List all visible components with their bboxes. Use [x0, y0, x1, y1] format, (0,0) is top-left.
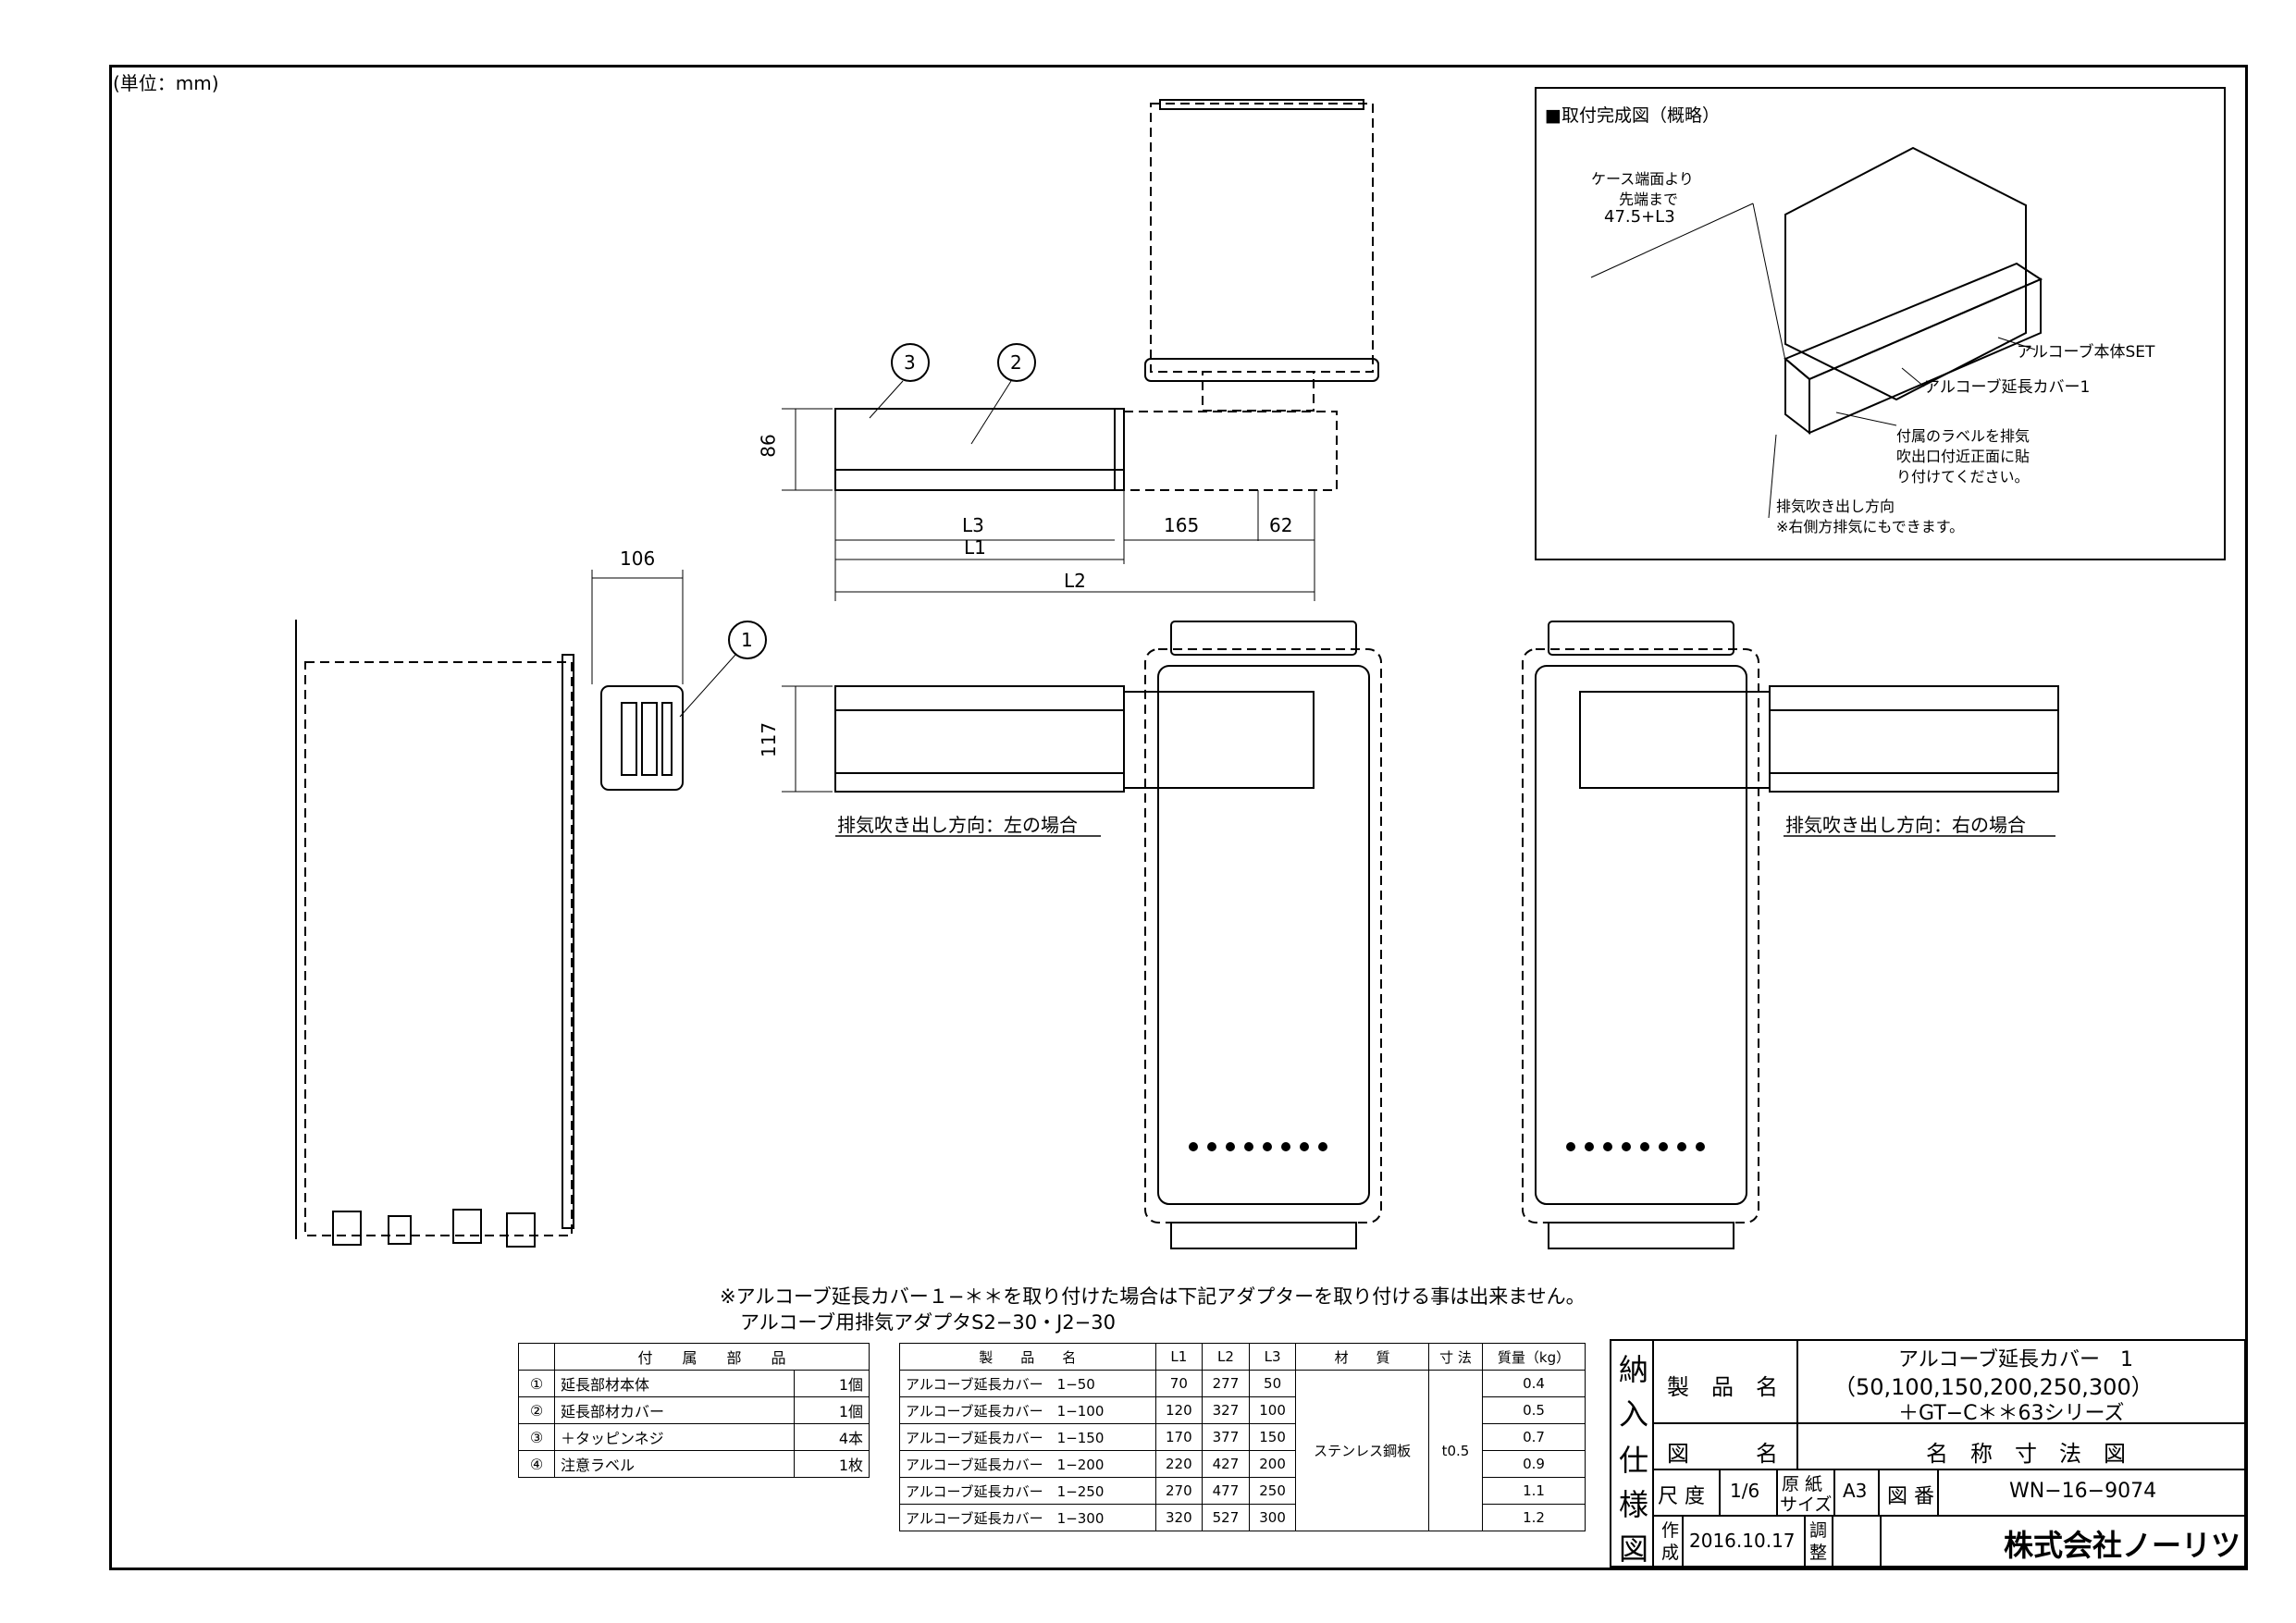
callout-circle-1: [728, 621, 767, 659]
side-char-2: 入: [1619, 1396, 1649, 1432]
direction-right-label: 排気吹き出し方向：右の場合: [1785, 814, 2026, 836]
material-cell: ステンレス鋼板: [1295, 1370, 1429, 1531]
inset-exhaust-dir-1: 排気吹き出し方向: [1776, 498, 1895, 515]
title-block: 納 入 仕 様 図 製 品 名 アルコーブ延長カバー 1 （50,100,150…: [1610, 1339, 2246, 1568]
heater-side-body: [304, 661, 573, 1236]
created-date: 2016.10.17: [1689, 1530, 1796, 1552]
thickness-cell: t0.5: [1427, 1370, 1484, 1531]
callout-3-label: 3: [904, 351, 916, 374]
side-char-5: 図: [1619, 1531, 1649, 1567]
side-char-4: 様: [1619, 1487, 1649, 1522]
inset-case-text-3: 47.5+L3: [1604, 207, 1675, 227]
table-row: アルコーブ延長カバー 1−200 220 427 200 0.9: [899, 1450, 1586, 1478]
paper-value: A3: [1843, 1480, 1868, 1502]
inset-alcove-cover: アルコーブ延長カバー1: [1924, 378, 2091, 397]
front-view-left: [782, 621, 1382, 1249]
unit-label: (単位：mm): [113, 72, 219, 94]
dim-L2: L2: [1064, 570, 1086, 592]
spec-table: 製 品 名 L1 L2 L3 材 質 寸 法 質量（kg） アルコーブ延長カバー…: [899, 1343, 1586, 1531]
inset-label-note-1: 付属のラベルを排気: [1896, 427, 2031, 445]
side-char-3: 仕: [1619, 1443, 1649, 1478]
table-row: アルコーブ延長カバー 1−150 170 377 150 0.7: [899, 1423, 1586, 1451]
heater-top-bracket: [1159, 99, 1364, 110]
created-label-2: 成: [1661, 1543, 1680, 1563]
number-label: 図 番: [1887, 1485, 1934, 1508]
check-label-1: 調: [1809, 1520, 1828, 1541]
extension-cover-front-left: [834, 685, 1125, 793]
paper-label-2: サイズ: [1780, 1494, 1833, 1515]
table-row: アルコーブ延長カバー 1−300 320 527 300 1.2: [899, 1504, 1586, 1531]
table-row: アルコーブ延長カバー 1−100 120 327 100 0.5: [899, 1396, 1586, 1424]
inset-label-note-3: り付けてください。: [1896, 468, 2030, 486]
scale-value: 1/6: [1730, 1480, 1760, 1502]
product-line-2: （50,100,150,200,250,300）: [1833, 1374, 2154, 1400]
product-line-3: ＋GT−C＊＊63シリーズ: [1898, 1402, 2125, 1425]
note-line-1: ※アルコーブ延長カバー１−＊＊を取り付けた場合は下記アダプターを取り付ける事は出…: [720, 1285, 1586, 1308]
inset-case-text-1: ケース端面より: [1591, 170, 1694, 188]
scale-label: 尺 度: [1658, 1485, 1705, 1508]
product-line-1: アルコーブ延長カバー 1: [1898, 1348, 2134, 1371]
dim-L1: L1: [964, 536, 986, 559]
extension-cover-top: [834, 408, 1125, 491]
direction-left-label: 排気吹き出し方向：左の場合: [837, 814, 1078, 836]
dim-86: 86: [757, 434, 780, 458]
inset-case-text-2: 先端まで: [1619, 191, 1679, 208]
front-view-right: [1522, 621, 2059, 1249]
dim-62: 62: [1269, 514, 1293, 536]
number-value: WN−16−9074: [2009, 1480, 2157, 1503]
table-row: アルコーブ延長カバー 1−50 70 277 50 ステンレス鋼板 t0.5 0…: [899, 1370, 1586, 1531]
inset-box: [1535, 87, 2226, 560]
company-logo: 株式会社ノーリツ: [2004, 1528, 2241, 1563]
drawing-name: 名 称 寸 法 図: [1926, 1441, 2126, 1467]
dim-L3: L3: [962, 514, 984, 536]
dim-117: 117: [758, 721, 781, 758]
drawing-label: 図 名: [1667, 1441, 1778, 1467]
side-char-1: 納: [1619, 1352, 1649, 1387]
inset-exhaust-dir-2: ※右側方排気にもできます。: [1776, 518, 1965, 535]
product-label: 製 品 名: [1667, 1374, 1778, 1400]
inset-title: ■取付完成図（概略）: [1545, 105, 1720, 126]
inset-label-note-2: 吹出口付近正面に貼: [1896, 448, 2031, 465]
check-label-2: 整: [1809, 1543, 1828, 1563]
created-label-1: 作: [1661, 1520, 1680, 1541]
paper-label-1: 原 紙: [1782, 1474, 1823, 1494]
callout-1-label: 1: [741, 629, 753, 651]
parts-header: 付 属 部 品: [554, 1343, 870, 1371]
extension-cover-front-right: [1769, 685, 2059, 793]
callout-2-label: 2: [1010, 351, 1022, 374]
callout-circle-3: [891, 343, 930, 382]
dim-106: 106: [620, 547, 656, 570]
inset-alcove-set: アルコーブ本体SET: [2017, 343, 2155, 362]
table-row: アルコーブ延長カバー 1−250 270 477 250 1.1: [899, 1477, 1586, 1505]
dim-165: 165: [1164, 514, 1200, 536]
note-line-2: アルコーブ用排気アダプタS2−30・J2−30: [740, 1311, 1116, 1334]
exhaust-outlet: [600, 685, 684, 791]
inset-unit-sketch: [1784, 146, 2027, 401]
heater-top-body: [1150, 103, 1374, 373]
callout-circle-2: [997, 343, 1036, 382]
drawing-sheet-border: [109, 65, 2248, 1570]
